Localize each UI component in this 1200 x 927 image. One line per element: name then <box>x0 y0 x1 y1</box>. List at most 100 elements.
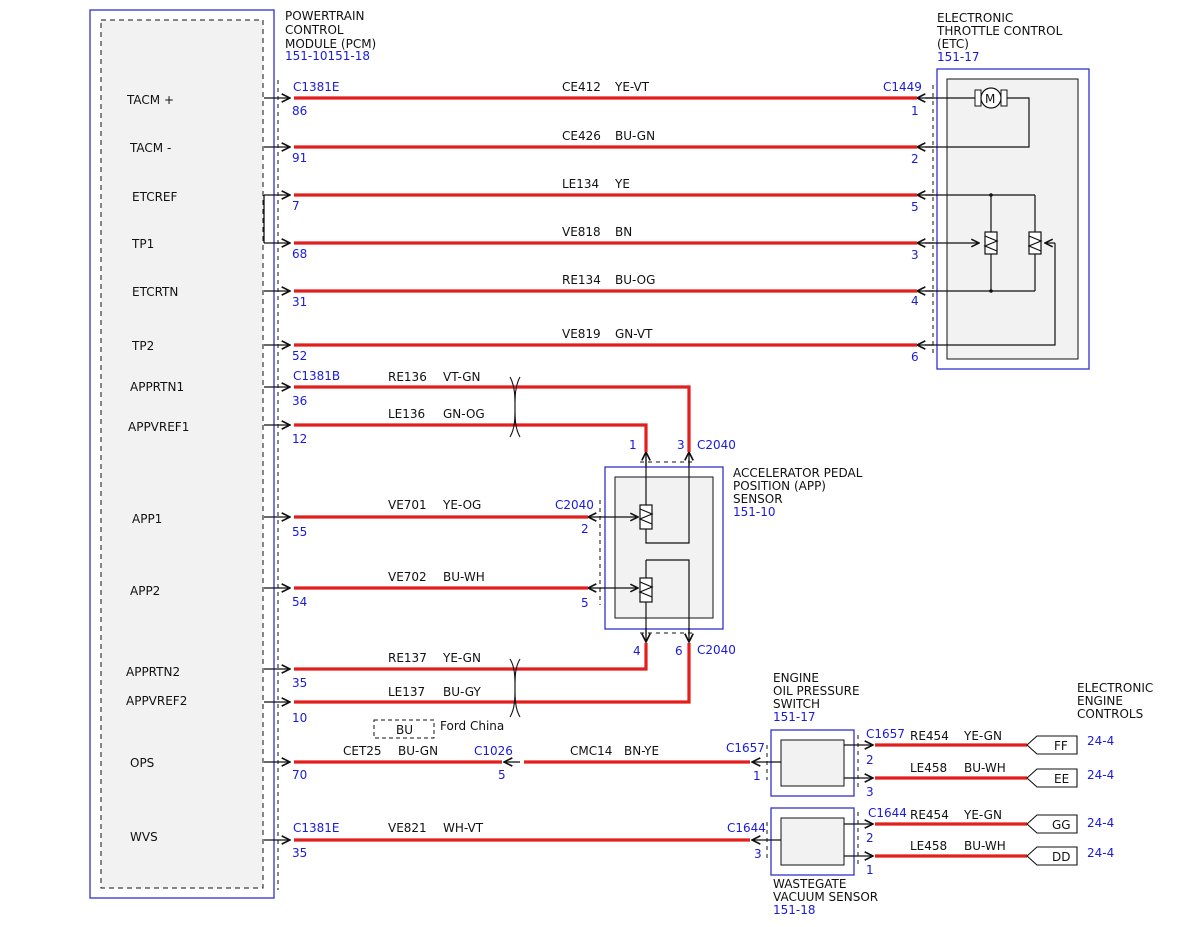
pcm-ref: 151-10151-18 <box>285 49 370 63</box>
tag-dd: DD <box>1052 850 1070 864</box>
circuit-label: LE137 <box>388 685 425 699</box>
pin-label: 6 <box>675 644 683 658</box>
ref-label: 24-4 <box>1087 816 1114 830</box>
circuit-label: RE454 <box>910 729 949 743</box>
connector-app-top: C2040 <box>697 438 736 452</box>
color-label: YE-GN <box>963 808 1002 822</box>
signal-tacm-plus: TACM + <box>126 93 174 107</box>
pin-label: 3 <box>911 248 919 262</box>
eec-title-2: ENGINE <box>1077 694 1123 708</box>
color-label: YE-VT <box>614 80 650 94</box>
ops-wire-labels: CET25 BU-GN 70 C1026 5 CMC14 BN-YE C1657… <box>292 741 765 783</box>
wire-re136[interactable] <box>294 385 691 452</box>
color-label: VT-GN <box>443 370 480 384</box>
pin-label: 3 <box>677 438 685 452</box>
circuit-label: LE458 <box>910 839 947 853</box>
connector-oil-out: C1657 <box>866 727 905 741</box>
app-ref: 151-10 <box>733 505 776 519</box>
color-label: BU-WH <box>443 570 485 584</box>
wastegate-vacuum-sensor: WASTEGATE VACUUM SENSOR 151-18 <box>752 807 878 917</box>
tag-ff: FF <box>1054 739 1068 753</box>
eec-title-3: CONTROLS <box>1077 707 1143 721</box>
signal-tacm-minus: TACM - <box>129 141 171 155</box>
pin-label: 12 <box>292 432 307 446</box>
signal-appvref1: APPVREF1 <box>128 420 189 434</box>
eec-labels: ELECTRONIC ENGINE CONTROLS C1657 RE454 Y… <box>866 681 1153 877</box>
circuit-label: RE136 <box>388 370 427 384</box>
pin-label: 5 <box>498 768 506 782</box>
connector-oil-in: C1657 <box>726 741 765 755</box>
pin-label: 1 <box>911 104 919 118</box>
wire-re137[interactable] <box>294 643 648 671</box>
pin-label: 2 <box>866 753 874 767</box>
color-label: YE-GN <box>963 729 1002 743</box>
pin-label: 52 <box>292 349 307 363</box>
circuit-label: VE818 <box>562 225 601 239</box>
pin-label: 70 <box>292 768 307 782</box>
pin-label: 5 <box>581 596 589 610</box>
connector-pcm-e2: C1381E <box>293 821 340 835</box>
connector-app-left: C2040 <box>555 498 594 512</box>
signal-wvs: WVS <box>130 830 158 844</box>
pcm-title-2: CONTROL <box>285 23 344 37</box>
circuit-label: RE134 <box>562 273 601 287</box>
circuit-label: CE412 <box>562 80 601 94</box>
color-label: BU-WH <box>964 839 1006 853</box>
color-label: GN-OG <box>443 407 485 421</box>
pin-label: 3 <box>866 785 874 799</box>
app-title-1: ACCELERATOR PEDAL <box>733 466 863 480</box>
color-label: YE-GN <box>442 651 481 665</box>
etc-wires <box>294 96 917 347</box>
app-title-3: SENSOR <box>733 492 783 506</box>
pin-label: 3 <box>754 847 762 861</box>
signal-app1: APP1 <box>132 512 162 526</box>
ref-label: 24-4 <box>1087 768 1114 782</box>
twisted-pair-icon <box>509 376 521 718</box>
circuit-label: RE454 <box>910 808 949 822</box>
tag-ee: EE <box>1054 772 1069 786</box>
pin-label: 91 <box>292 151 307 165</box>
etc-title-1: ELECTRONIC <box>937 11 1013 25</box>
pin-label: 55 <box>292 525 307 539</box>
pin-label: 6 <box>911 350 919 364</box>
circuit-label: VE821 <box>388 821 427 835</box>
wvs-wire-labels: C1381E VE821 WH-VT 35 C1644 3 <box>292 821 766 861</box>
wire-le137[interactable] <box>294 643 691 704</box>
signal-etcref: ETCREF <box>132 190 178 204</box>
pin-label: 1 <box>866 863 874 877</box>
app-sensor: ACCELERATOR PEDAL POSITION (APP) SENSOR … <box>588 452 863 642</box>
color-label: BU-GY <box>443 685 481 699</box>
pin-label: 1 <box>753 769 761 783</box>
color-label: YE <box>614 177 630 191</box>
option-market: Ford China <box>440 719 504 733</box>
tag-gg: GG <box>1052 818 1071 832</box>
signal-apprtn1: APPRTN1 <box>130 380 184 394</box>
color-label: YE-OG <box>442 498 481 512</box>
connector-pcm-e: C1381E <box>293 80 340 94</box>
connector-pcm-b: C1381B <box>293 369 340 383</box>
wvs-title-1: WASTEGATE <box>773 877 846 891</box>
oil-title-1: ENGINE <box>773 671 819 685</box>
color-label: BN <box>615 225 632 239</box>
signal-etcrtn: ETCRTN <box>132 285 178 299</box>
signal-ops: OPS <box>130 756 154 770</box>
ref-label: 24-4 <box>1087 734 1114 748</box>
oil-ref: 151-17 <box>773 710 816 724</box>
pin-label: 35 <box>292 846 307 860</box>
pin-label: 68 <box>292 247 307 261</box>
pin-label: 54 <box>292 595 307 609</box>
pin-label: 10 <box>292 711 307 725</box>
pin-label: 1 <box>629 438 637 452</box>
circuit-label: RE137 <box>388 651 427 665</box>
circuit-label: VE819 <box>562 327 601 341</box>
wvs-title-2: VACUUM SENSOR <box>773 890 878 904</box>
color-label: BU-GN <box>615 129 655 143</box>
oil-title-3: SWITCH <box>773 697 820 711</box>
pin-label: 7 <box>292 199 300 213</box>
app-wire-labels: C1381B C2040 C2040 C2040 RE136 VT-GN 36 … <box>292 369 736 725</box>
color-label: GN-VT <box>615 327 653 341</box>
wire-le136[interactable] <box>294 423 648 452</box>
pcm-title-3: MODULE (PCM) <box>285 37 376 51</box>
circuit-label: VE701 <box>388 498 427 512</box>
ref-label: 24-4 <box>1087 846 1114 860</box>
